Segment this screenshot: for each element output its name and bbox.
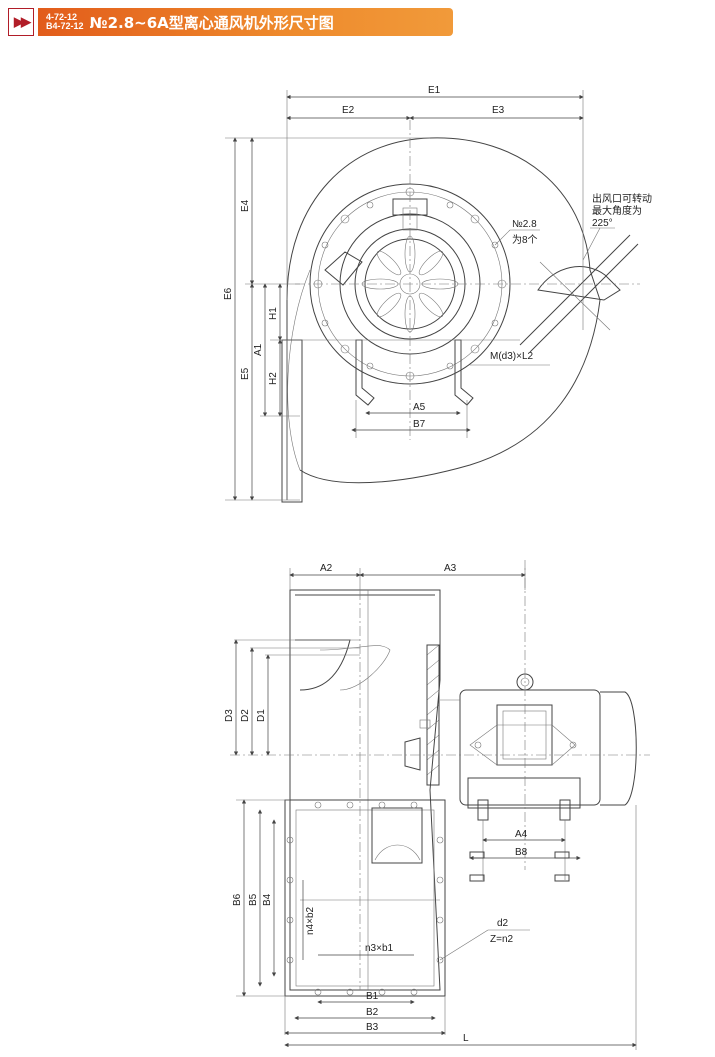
label-A3: A3 (444, 563, 457, 574)
note-bolt-spec: M(d3)×L2 (490, 351, 534, 362)
label-A4: A4 (515, 829, 528, 840)
outlet-duct (281, 339, 303, 503)
label-B4: B4 (262, 893, 273, 906)
motor-end-cap (600, 691, 637, 806)
label-H1: H1 (268, 307, 279, 320)
label-E3: E3 (492, 105, 505, 116)
note-outlet-angle-value: 225° (592, 218, 613, 229)
note-hole-count: 为8个 (512, 234, 538, 246)
label-D3: D3 (224, 709, 235, 722)
base-frame (284, 799, 446, 997)
label-D2: D2 (240, 709, 251, 722)
support-foot-right (454, 339, 474, 406)
inlet-cone (295, 639, 351, 691)
label-n4b2: n4×b2 (305, 906, 316, 935)
side-view: A2 A3 D3 D2 D1 A4 B8 B6 B5 B4 n4×b2 n3×b… (224, 560, 650, 1050)
hub (364, 238, 456, 330)
support-foot-left (355, 339, 375, 406)
note-model-no: №2.8 (512, 219, 537, 230)
label-E1: E1 (428, 85, 441, 96)
label-zn2: Z=n2 (490, 934, 514, 945)
label-E5: E5 (240, 367, 251, 380)
model-codes: 4-72-12 B4-72-12 (46, 13, 84, 31)
shaft-hub (404, 737, 421, 771)
label-B6: B6 (232, 893, 243, 906)
label-B2: B2 (366, 1007, 379, 1018)
frame-holes (286, 801, 444, 996)
motor-body (459, 689, 601, 806)
model-code-1: 4-72-12 (46, 12, 78, 22)
front-view: E1 E2 E3 E6 E4 E5 A1 H1 H2 A5 B7 出风口可转动 … (223, 85, 652, 503)
section-header: ▶▶ 4-72-12 B4-72-12 №2.8~6A型离心通风机外形尺寸图 (8, 8, 453, 36)
page-title: №2.8~6A型离心通风机外形尺寸图 (89, 13, 334, 32)
side-casing (289, 589, 441, 991)
label-E6: E6 (223, 287, 234, 300)
title-banner: 4-72-12 B4-72-12 №2.8~6A型离心通风机外形尺寸图 (38, 8, 453, 36)
motor-base (467, 777, 581, 809)
note-outlet-max-angle: 最大角度为 (592, 204, 642, 217)
motor-terminal-box (496, 704, 553, 766)
model-code-2: B4-72-12 (46, 21, 84, 31)
label-A5: A5 (413, 402, 426, 413)
dimension-drawing: E1 E2 E3 E6 E4 E5 A1 H1 H2 A5 B7 出风口可转动 … (223, 85, 652, 1050)
label-A1: A1 (253, 343, 264, 356)
outlet-rotation-blade (537, 266, 621, 301)
label-A2: A2 (320, 563, 333, 574)
double-arrow-icon: ▶▶ (8, 8, 34, 36)
label-n3b1: n3×b1 (365, 943, 394, 954)
label-H2: H2 (268, 372, 279, 385)
label-E2: E2 (342, 105, 355, 116)
volute-casing (286, 137, 601, 500)
label-B1: B1 (366, 991, 379, 1002)
label-L: L (463, 1033, 469, 1044)
label-D1: D1 (256, 709, 267, 722)
label-B3: B3 (366, 1022, 379, 1033)
label-B8: B8 (515, 847, 528, 858)
left-bracket (324, 251, 363, 286)
label-E4: E4 (240, 199, 251, 212)
label-d2: d2 (497, 918, 509, 929)
label-B5: B5 (248, 893, 259, 906)
volute-inner (287, 269, 311, 471)
bearing-block (371, 807, 423, 864)
side-wall-hatch (426, 644, 440, 786)
note-outlet-rotate: 出风口可转动 (592, 192, 652, 205)
label-B7: B7 (413, 419, 426, 430)
